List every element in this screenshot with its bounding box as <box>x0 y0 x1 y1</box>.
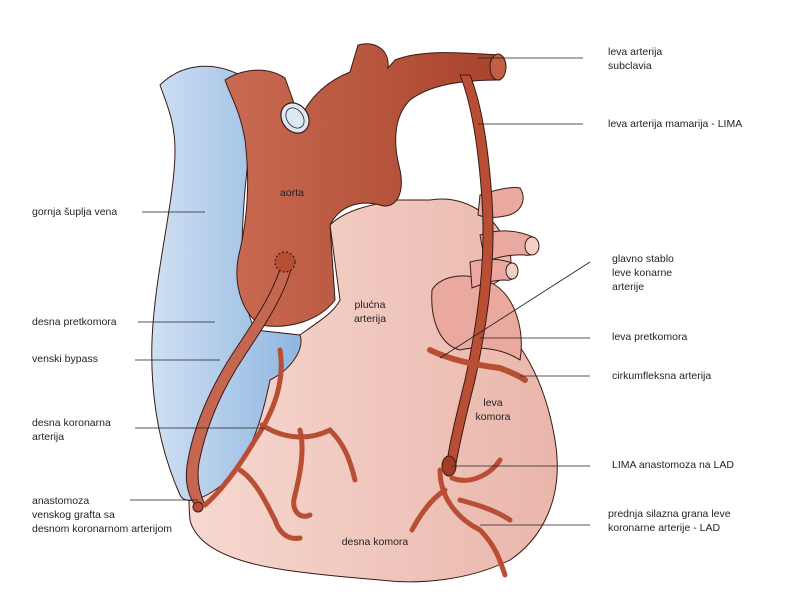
label-left-subclavian: leva arterija subclavia <box>608 46 663 72</box>
label-left-main: glavno stablo leve konarne arterije <box>612 253 674 293</box>
label-vein-graft-anastomosis: anastomoza venskog grafta sa desnom koro… <box>32 495 173 535</box>
label-left-ventricle: leva komora <box>475 397 511 423</box>
circumflex-artery <box>427 347 528 383</box>
right-coronary-artery <box>202 347 358 541</box>
aortic-branch-ring <box>280 102 310 134</box>
leader-lines <box>130 57 591 526</box>
subclavian-opening <box>489 53 507 81</box>
label-circumflex: cirkumfleksna arterija <box>612 370 712 382</box>
label-vein-bypass: venski bypass <box>32 353 98 365</box>
aortic-anastomosis <box>274 251 296 273</box>
label-lima-lad: LIMA anastomoza na LAD <box>612 459 734 471</box>
label-lad: prednja silazna grana leve koronarne art… <box>608 508 731 534</box>
label-right-ventricle: desna komora <box>341 536 409 548</box>
lad-branches <box>409 457 513 578</box>
label-left-atrium: leva pretkomora <box>612 331 688 343</box>
label-superior-vena-cava: gornja šuplja vena <box>32 206 118 218</box>
label-right-atrium: desna pretkomora <box>32 316 117 328</box>
label-lima: leva arterija mamarija - LIMA <box>608 118 743 130</box>
label-pulmonary-artery: plućna arterija <box>353 299 387 325</box>
label-right-coronary-artery: desna koronarna arterija <box>32 417 111 443</box>
label-aorta: aorta <box>280 187 304 199</box>
